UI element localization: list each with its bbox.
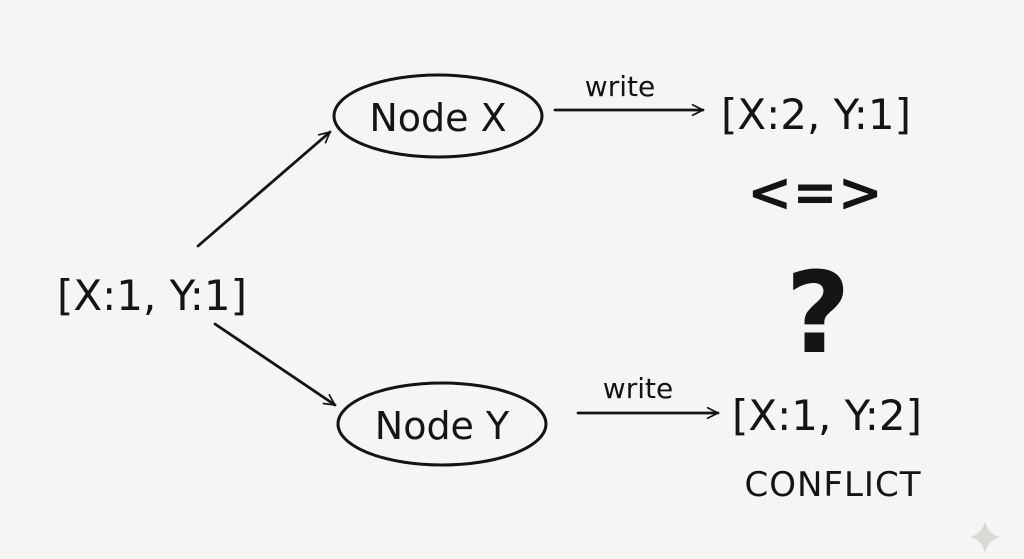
start-state-label: [X:1, Y:1] <box>57 271 247 320</box>
question-mark-icon: ? <box>786 249 851 379</box>
conflict-label: CONFLICT <box>745 465 922 505</box>
node-x-label: Node X <box>369 96 506 140</box>
node-x-write-label: write <box>585 70 655 103</box>
node-x-result-state: [X:2, Y:1] <box>721 90 911 139</box>
sparkle-icon <box>970 521 1000 553</box>
node-x-ellipse <box>332 73 544 159</box>
node-y-label: Node Y <box>375 404 510 448</box>
node-y-write-label: write <box>603 372 673 405</box>
arrow-start-to-node-y <box>213 322 337 407</box>
arrow-start-to-node-x <box>196 130 332 248</box>
node-y-result-state: [X:1, Y:2] <box>732 391 922 440</box>
comparison-symbol: <=> <box>747 161 883 224</box>
node-y-ellipse <box>336 381 548 467</box>
